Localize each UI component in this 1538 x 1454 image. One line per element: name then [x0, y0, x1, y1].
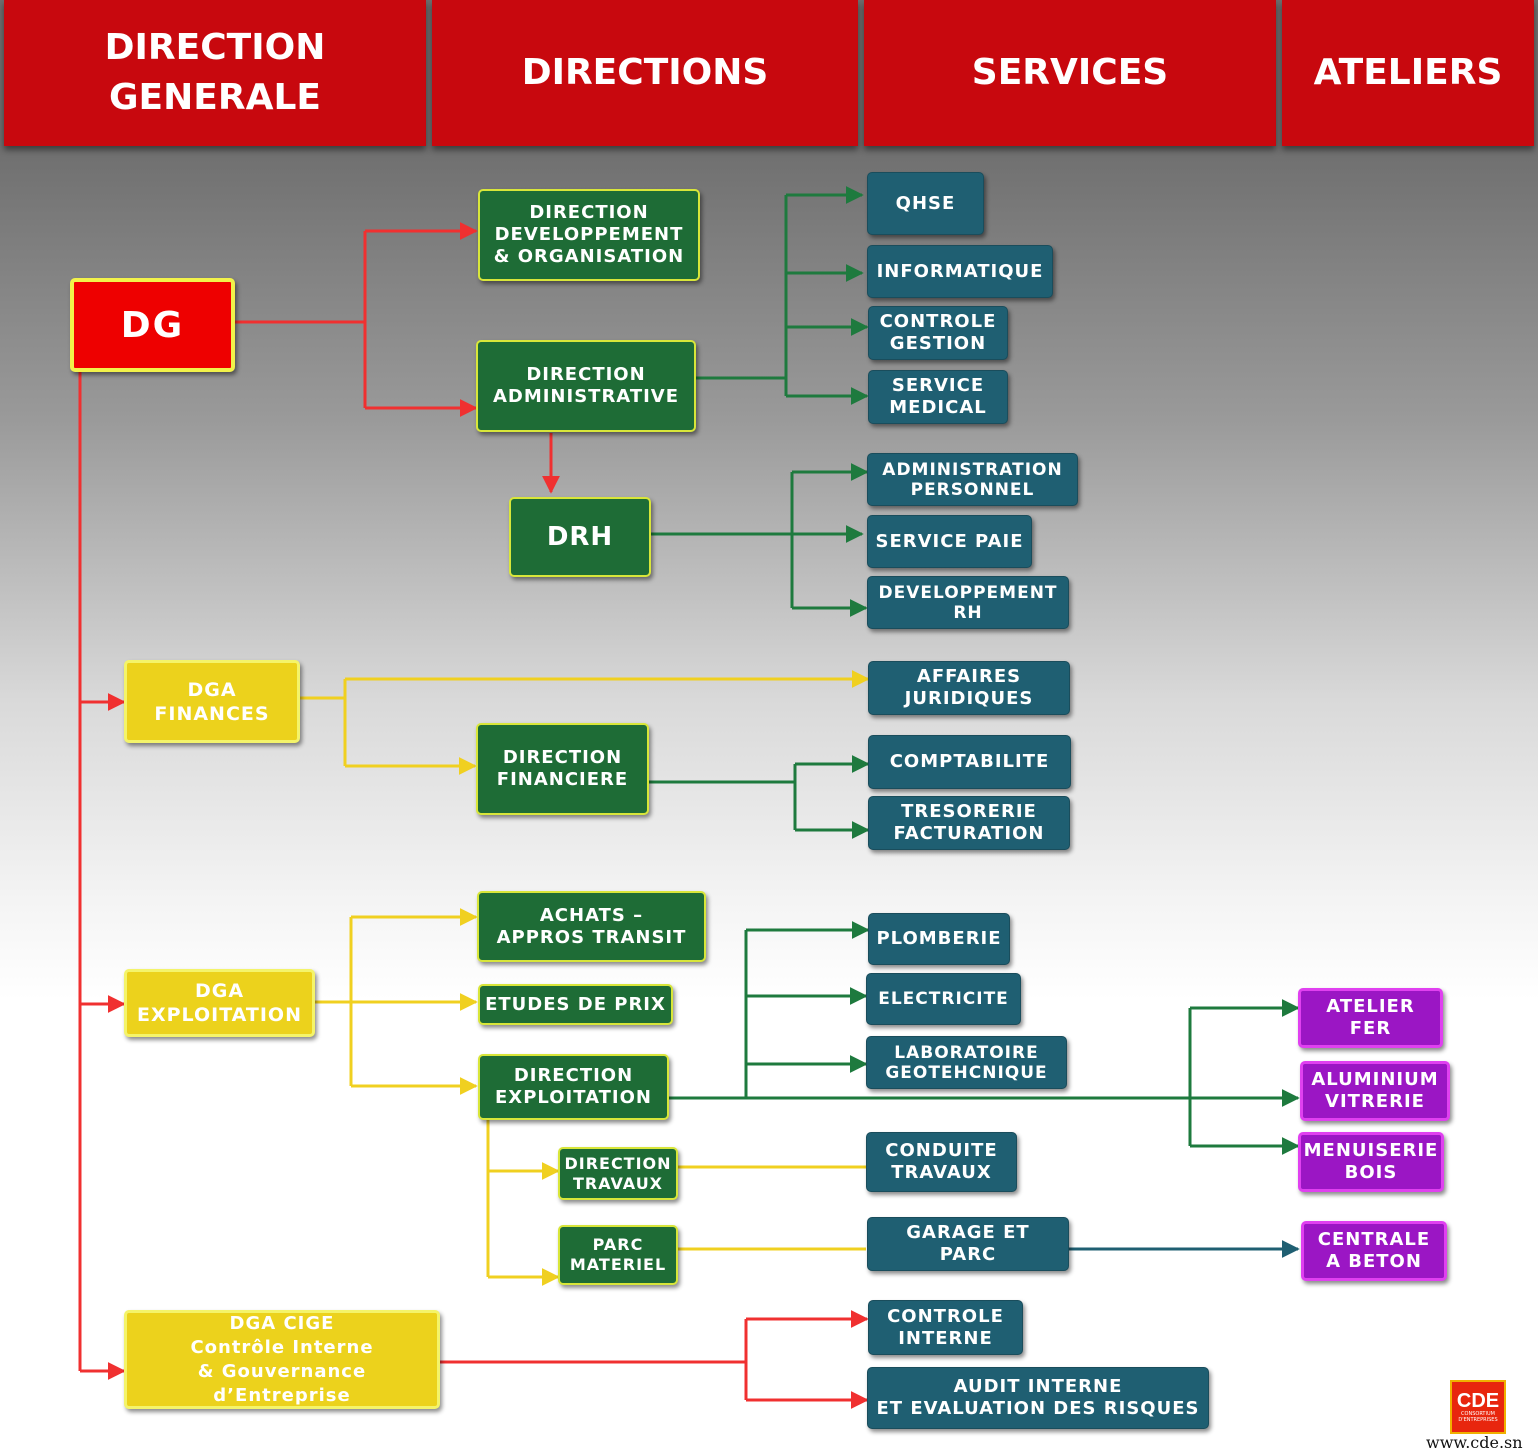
direction-financiere-box: DIRECTION FINANCIERE	[476, 723, 649, 815]
conduite-travaux-box: CONDUITE TRAVAUX	[866, 1132, 1017, 1192]
dg-box: DG	[70, 278, 235, 372]
header-ateliers: ATELIERS	[1282, 0, 1534, 146]
informatique-box: INFORMATIQUE	[867, 245, 1053, 298]
dga-exploitation-box: DGA EXPLOITATION	[124, 969, 315, 1037]
parc-materiel-box: PARC MATERIEL	[558, 1225, 678, 1285]
menuiserie-bois-box: MENUISERIE BOIS	[1298, 1132, 1444, 1192]
tresorerie-facturation-box: TRESORERIE FACTURATION	[868, 796, 1070, 850]
laboratoire-geotechnique-box: LABORATOIRE GEOTEHCNIQUE	[866, 1036, 1067, 1089]
logo-subtitle: CONSORTIUM D'ENTREPRISES	[1458, 1411, 1498, 1423]
qhse-box: QHSE	[867, 172, 984, 235]
audit-interne-box: AUDIT INTERNE ET EVALUATION DES RISQUES	[867, 1367, 1209, 1429]
drh-box: DRH	[509, 497, 651, 577]
service-paie-box: SERVICE PAIE	[867, 515, 1032, 568]
atelier-fer-box: ATELIER FER	[1298, 988, 1443, 1048]
direction-exploitation-box: DIRECTION EXPLOITATION	[478, 1054, 669, 1120]
garage-et-parc-box: GARAGE ET PARC	[867, 1217, 1069, 1271]
etudes-de-prix-box: ETUDES DE PRIX	[478, 984, 673, 1025]
achats-appros-transit-box: ACHATS – APPROS TRANSIT	[477, 891, 706, 962]
affaires-juridiques-box: AFFAIRES JURIDIQUES	[868, 661, 1070, 715]
service-medical-box: SERVICE MEDICAL	[868, 370, 1008, 424]
header-directions: DIRECTIONS	[432, 0, 858, 146]
cde-logo: CDE CONSORTIUM D'ENTREPRISES	[1450, 1380, 1506, 1434]
developpement-rh-box: DEVELOPPEMENT RH	[867, 576, 1069, 629]
centrale-a-beton-box: CENTRALE A BETON	[1301, 1221, 1447, 1281]
header-direction-generale: DIRECTION GENERALE	[4, 0, 426, 146]
header-services: SERVICES	[864, 0, 1276, 146]
dga-cige-box: DGA CIGE Contrôle Interne & Gouvernance …	[124, 1310, 440, 1409]
direction-administrative-box: DIRECTION ADMINISTRATIVE	[476, 340, 696, 432]
website-url: www.cde.sn	[1426, 1433, 1523, 1452]
direction-developpement-organisation-box: DIRECTION DEVELOPPEMENT & ORGANISATION	[478, 189, 700, 281]
direction-travaux-box: DIRECTION TRAVAUX	[558, 1147, 678, 1200]
controle-interne-box: CONTROLE INTERNE	[868, 1300, 1023, 1355]
aluminium-vitrerie-box: ALUMINIUM VITRERIE	[1300, 1061, 1450, 1121]
electricite-box: ELECTRICITE	[866, 973, 1021, 1025]
administration-personnel-box: ADMINISTRATION PERSONNEL	[867, 453, 1078, 506]
comptabilite-box: COMPTABILITE	[868, 735, 1071, 789]
plomberie-box: PLOMBERIE	[868, 913, 1010, 965]
logo-text: CDE	[1456, 1390, 1500, 1412]
controle-gestion-box: CONTROLE GESTION	[868, 306, 1008, 360]
dga-finances-box: DGA FINANCES	[124, 660, 300, 743]
